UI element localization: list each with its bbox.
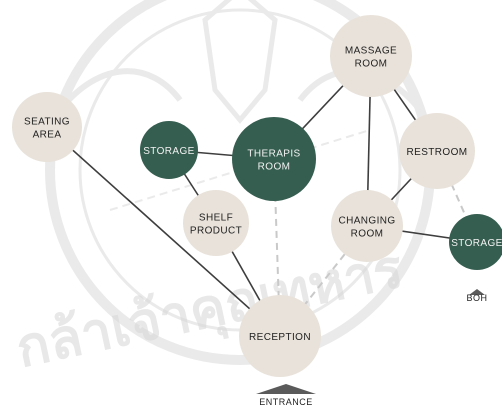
node-reception: RECEPTION <box>239 295 321 377</box>
node-storage2-circle <box>449 214 502 270</box>
node-storage1-label: STORAGE <box>143 146 195 157</box>
node-changing-circle <box>331 190 403 262</box>
node-massage-label: ROOM <box>355 59 388 70</box>
room-nodes: SEATING AREA STORAGE THERAPIS ROOM MASSAGE ROO… <box>12 15 502 377</box>
node-restroom-circle <box>399 113 475 189</box>
node-seating-label: SEATING <box>24 117 70 128</box>
node-restroom-label: RESTROOM <box>407 147 468 158</box>
marker-boh-label: BOH <box>466 293 487 303</box>
node-reception-label: RECEPTION <box>249 332 311 343</box>
node-seating: SEATING AREA <box>12 92 82 162</box>
node-therapis-circle <box>232 117 316 201</box>
node-therapis: THERAPIS ROOM <box>232 117 316 201</box>
node-therapis-label: ROOM <box>258 162 291 173</box>
node-seating-label: AREA <box>33 130 62 141</box>
node-storage1-circle <box>140 121 198 179</box>
marker-entrance-label: ENTRANCE <box>259 397 313 407</box>
node-shelf: SHELF PRODUCT <box>183 190 249 256</box>
marker-boh: BOH <box>466 289 487 303</box>
node-seating-circle <box>12 92 82 162</box>
node-changing: CHANGING ROOM <box>331 190 403 262</box>
marker-boh-arrow-icon <box>469 289 485 295</box>
node-reception-circle <box>239 295 321 377</box>
node-changing-label: ROOM <box>351 229 384 240</box>
marker-entrance-arrow-icon <box>256 384 316 394</box>
node-massage-circle <box>330 15 412 97</box>
node-storage1: STORAGE <box>140 121 198 179</box>
node-storage2: STORAGE <box>449 214 502 270</box>
node-massage: MASSAGE ROOM <box>330 15 412 97</box>
marker-entrance: ENTRANCE <box>256 384 316 407</box>
node-storage2-label: STORAGE <box>451 238 502 249</box>
node-shelf-circle <box>183 190 249 256</box>
node-massage-label: MASSAGE <box>345 46 397 57</box>
node-therapis-label: THERAPIS <box>247 149 300 160</box>
access-markers: BOH ENTRANCE <box>256 289 487 407</box>
node-shelf-label: PRODUCT <box>190 226 242 237</box>
node-changing-label: CHANGING <box>338 216 395 227</box>
node-shelf-label: SHELF <box>199 213 233 224</box>
node-restroom: RESTROOM <box>399 113 475 189</box>
edge-seating-reception <box>46 126 281 337</box>
